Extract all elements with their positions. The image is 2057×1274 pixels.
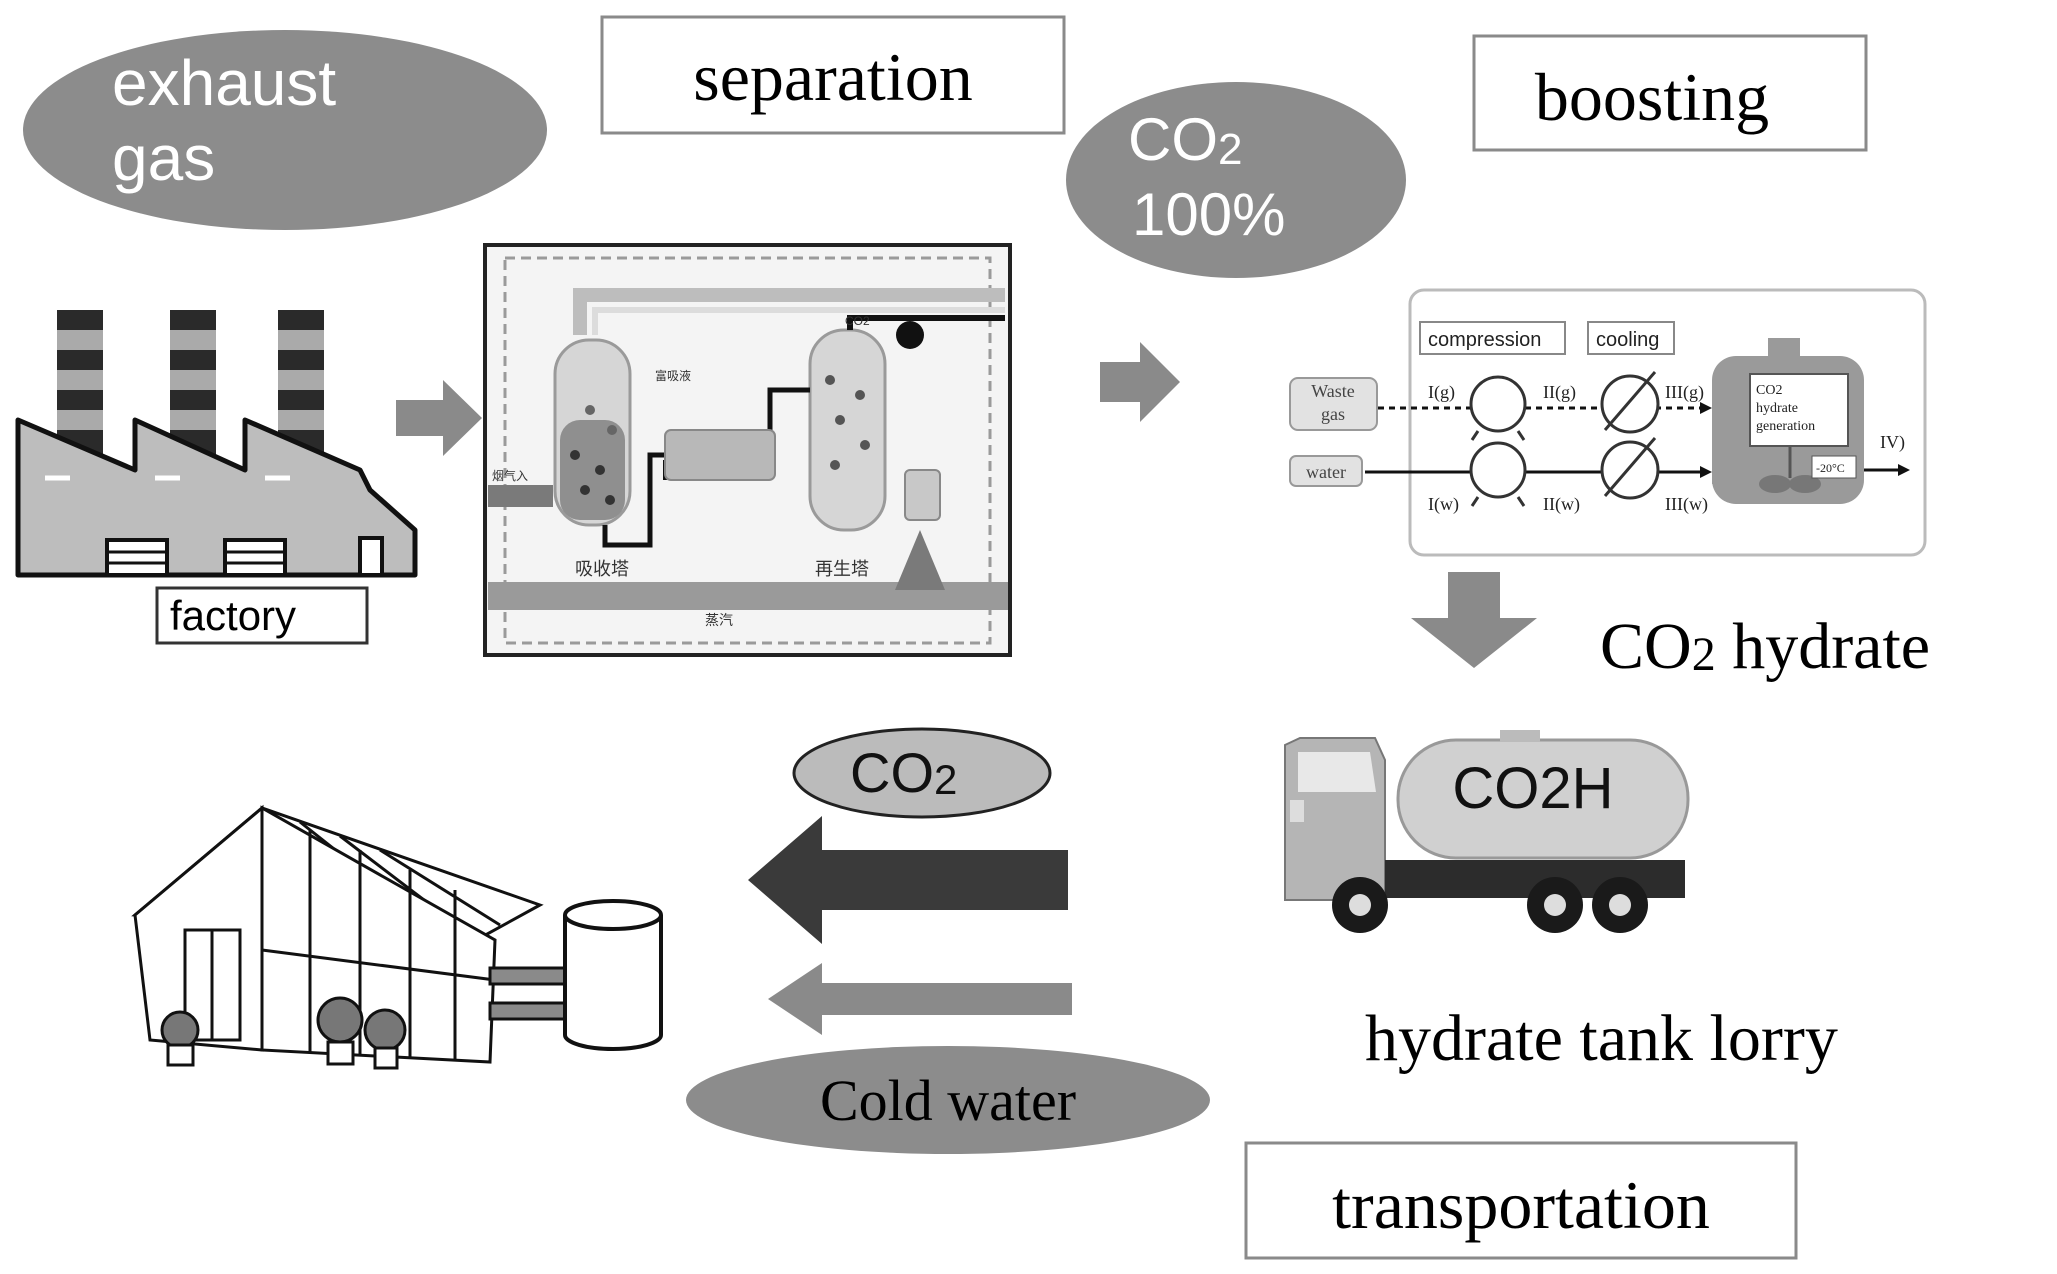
transportation-label: transportation [1332, 1167, 1710, 1243]
stage-iii-w: III(w) [1665, 494, 1708, 515]
transportation-box: transportation [1244, 1141, 1798, 1260]
svg-text:CO2: CO2 [1128, 106, 1242, 174]
factory-label-box: factory [155, 586, 369, 645]
waste-gas-label-line1: Waste [1311, 381, 1355, 401]
boosting-label: boosting [1535, 59, 1769, 135]
hydrate-generator-vessel: CO2 hydrate generation -20°C [1712, 338, 1864, 504]
wheel-rear-1 [1527, 877, 1583, 933]
arrow-cold-water-to-greenhouse [768, 963, 1072, 1035]
cooling-label: cooling [1596, 329, 1659, 351]
svg-text:CO2: CO2 [850, 741, 957, 804]
gas-compressor-icon [1469, 375, 1527, 441]
gen-label-line3: generation [1756, 419, 1815, 434]
stage-iv: IV) [1880, 432, 1905, 453]
co2-oval: CO2 [792, 727, 1052, 819]
co2-oval-sub: 2 [934, 756, 957, 803]
co2-100-label-co: CO [1128, 106, 1218, 173]
process-schematic: compression cooling Waste gas water [1289, 288, 1927, 557]
arrow-separation-to-boosting [1100, 342, 1180, 422]
co2-100-label-percent: 100% [1132, 181, 1285, 248]
factory-label: factory [170, 592, 296, 639]
water-cooler-icon [1600, 437, 1660, 500]
stage-ii-g: II(g) [1543, 382, 1576, 403]
storage-tank-icon [488, 899, 663, 1051]
stage-i-g: I(g) [1428, 382, 1455, 403]
stage-i-w: I(w) [1428, 494, 1459, 515]
gen-label-line2: hydrate [1756, 401, 1798, 416]
exhaust-gas-oval: exhaust gas [23, 30, 547, 230]
absorbent-label: 富吸液 [655, 368, 691, 383]
waste-gas-label-line2: gas [1321, 404, 1345, 424]
hydrate-tank-lorry-label: hydrate tank lorry [1365, 1002, 1838, 1075]
regenerator-label: 再生塔 [815, 559, 869, 579]
stage-iii-g: III(g) [1665, 382, 1704, 403]
factory-door-1 [105, 538, 169, 577]
co2-oval-label: CO [850, 741, 934, 804]
absorber-tower [553, 338, 632, 527]
stage-ii-w: II(w) [1543, 494, 1580, 515]
factory-door-2 [223, 538, 287, 577]
compression-label: compression [1428, 329, 1541, 351]
water-compressor-icon [1469, 441, 1527, 507]
co2-100-oval: CO2 100% [1066, 82, 1406, 278]
exhaust-gas-label-line1: exhaust [112, 47, 336, 119]
exhaust-gas-label-line2: gas [112, 122, 215, 194]
factory-icon [15, 310, 418, 578]
gen-label-line1: CO2 [1756, 383, 1782, 398]
gas-cooler-icon [1600, 371, 1660, 434]
boosting-box: boosting [1472, 34, 1868, 152]
regenerator-tower [808, 328, 887, 532]
co2-out-label: CO2 [845, 314, 870, 328]
arrow-down-to-hydrate [1411, 572, 1537, 668]
chimney-middle [170, 310, 216, 460]
cold-water-label: Cold water [820, 1068, 1076, 1133]
tank-lorry-icon: CO2H [1284, 730, 1690, 933]
separation-label: separation [693, 39, 972, 115]
tank-label: CO2H [1452, 756, 1613, 821]
co2-hydrate-label: CO2 hydrate [1600, 610, 1930, 683]
separation-plant-inset: 吸收塔 再生塔 蒸汽 CO2 烟气入 富吸液 [483, 243, 1012, 657]
steam-label: 蒸汽 [705, 612, 733, 628]
arrow-co2-to-greenhouse [748, 816, 1068, 944]
chimney-left [57, 310, 103, 460]
temp-label: -20°C [1816, 461, 1845, 475]
cold-water-oval: Cold water [686, 1046, 1210, 1154]
arrow-factory-to-separation [396, 380, 482, 456]
co2-100-label-sub: 2 [1218, 125, 1242, 174]
separation-box: separation [600, 15, 1066, 135]
absorber-label: 吸收塔 [575, 559, 629, 579]
flue-in-label: 烟气入 [492, 468, 528, 483]
greenhouse-icon [131, 804, 544, 1070]
water-label: water [1306, 462, 1346, 482]
wheel-front [1332, 877, 1388, 933]
wheel-rear-2 [1592, 877, 1648, 933]
